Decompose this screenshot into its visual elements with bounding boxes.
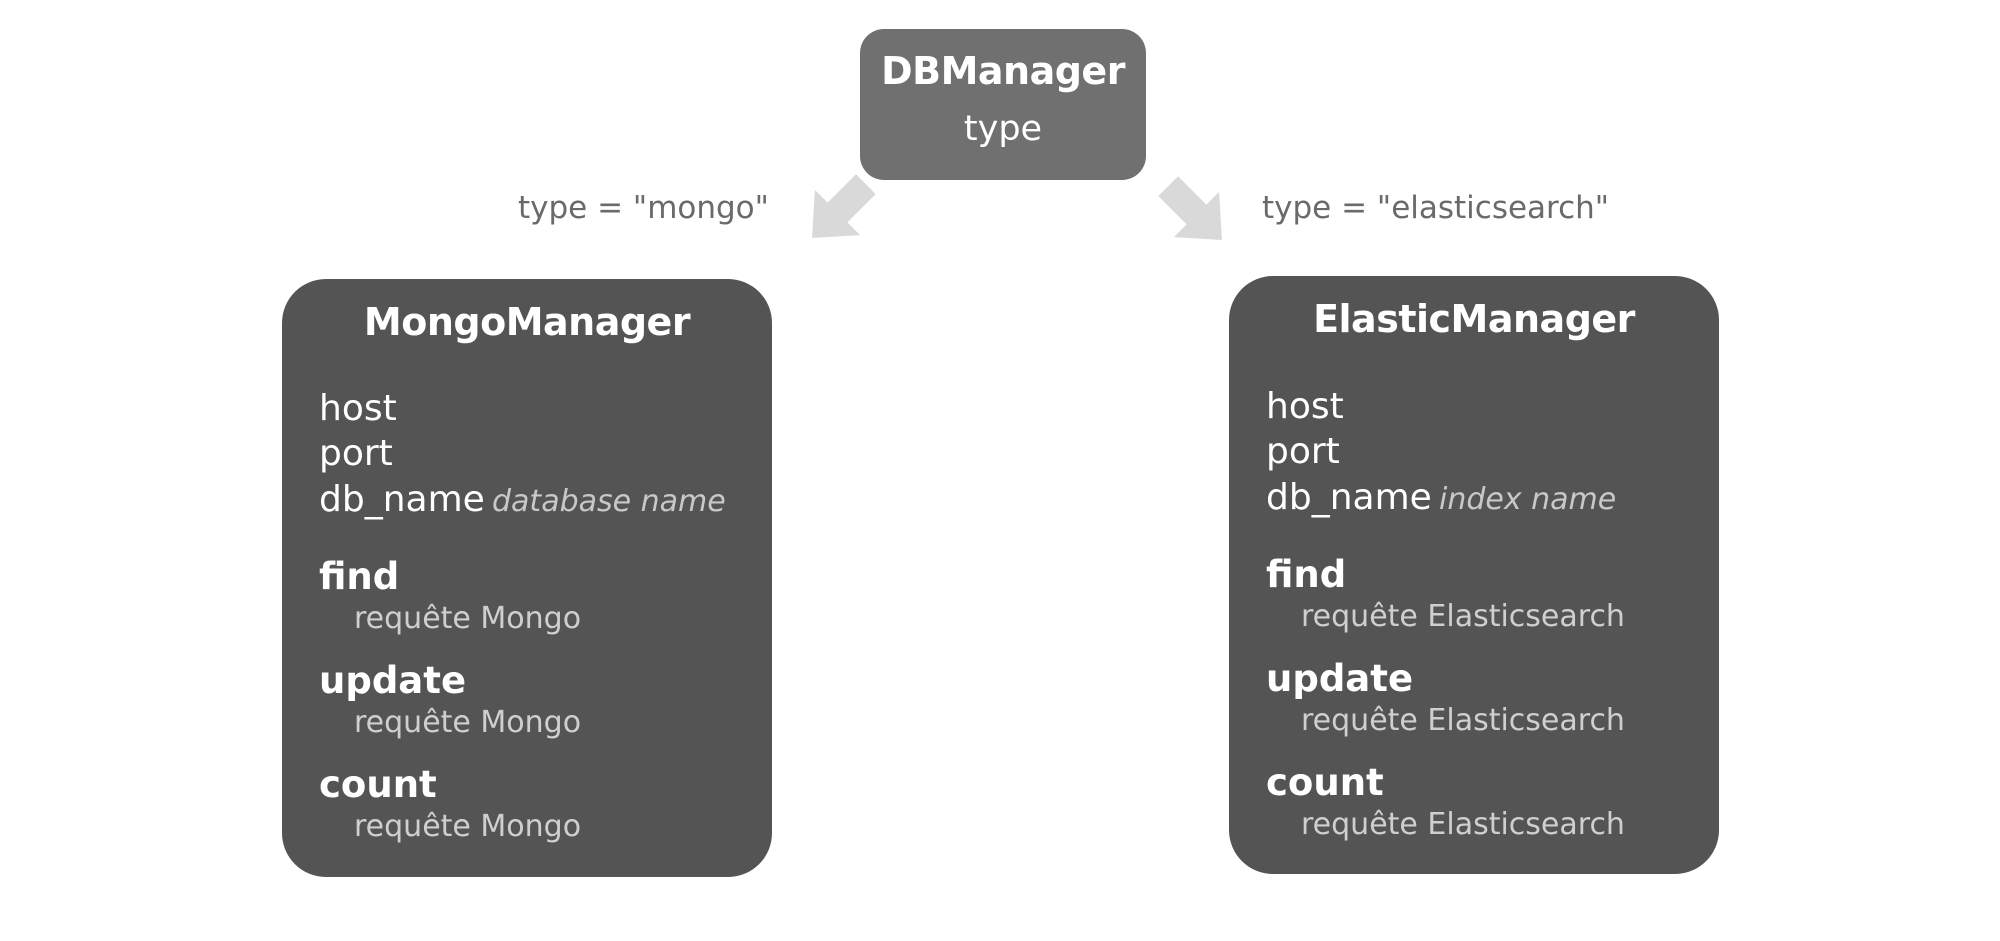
method-count: count	[319, 763, 437, 806]
method-update: update	[319, 659, 467, 702]
dbmanager-node: DBManager type	[860, 29, 1146, 180]
branch-label-elastic: type = "elasticsearch"	[1262, 190, 1610, 226]
method-find-description: requête Mongo	[354, 601, 582, 636]
method-update: update	[1266, 657, 1414, 700]
method-update-description: requête Elasticsearch	[1301, 703, 1625, 738]
mongomanager-title: MongoManager	[363, 300, 691, 344]
method-count: count	[1266, 761, 1384, 804]
elasticmanager-title: ElasticManager	[1313, 297, 1635, 341]
mongomanager-node: MongoManager host port db_name database …	[282, 279, 772, 877]
dbmanager-attribute-type: type	[963, 109, 1043, 149]
field-db-name: db_name	[319, 479, 485, 520]
field-db-name: db_name	[1266, 477, 1432, 518]
method-count-description: requête Elasticsearch	[1301, 807, 1625, 842]
method-count-description: requête Mongo	[354, 809, 582, 844]
method-find: find	[319, 555, 400, 598]
branch-label-mongo: type = "mongo"	[518, 190, 769, 226]
method-find-description: requête Elasticsearch	[1301, 599, 1625, 634]
method-update-description: requête Mongo	[354, 705, 582, 740]
dbmanager-title: DBManager	[881, 49, 1125, 93]
arrow-to-mongo-icon	[812, 174, 876, 238]
field-db-name-note: database name	[492, 484, 726, 519]
field-host: host	[319, 388, 397, 429]
elasticmanager-node: ElasticManager host port db_name index n…	[1229, 276, 1719, 874]
field-port: port	[1266, 431, 1340, 472]
field-db-name-note: index name	[1439, 482, 1617, 517]
method-find: find	[1266, 553, 1347, 596]
arrow-to-elastic-icon	[1158, 176, 1222, 240]
field-host: host	[1266, 386, 1344, 427]
field-port: port	[319, 433, 393, 474]
